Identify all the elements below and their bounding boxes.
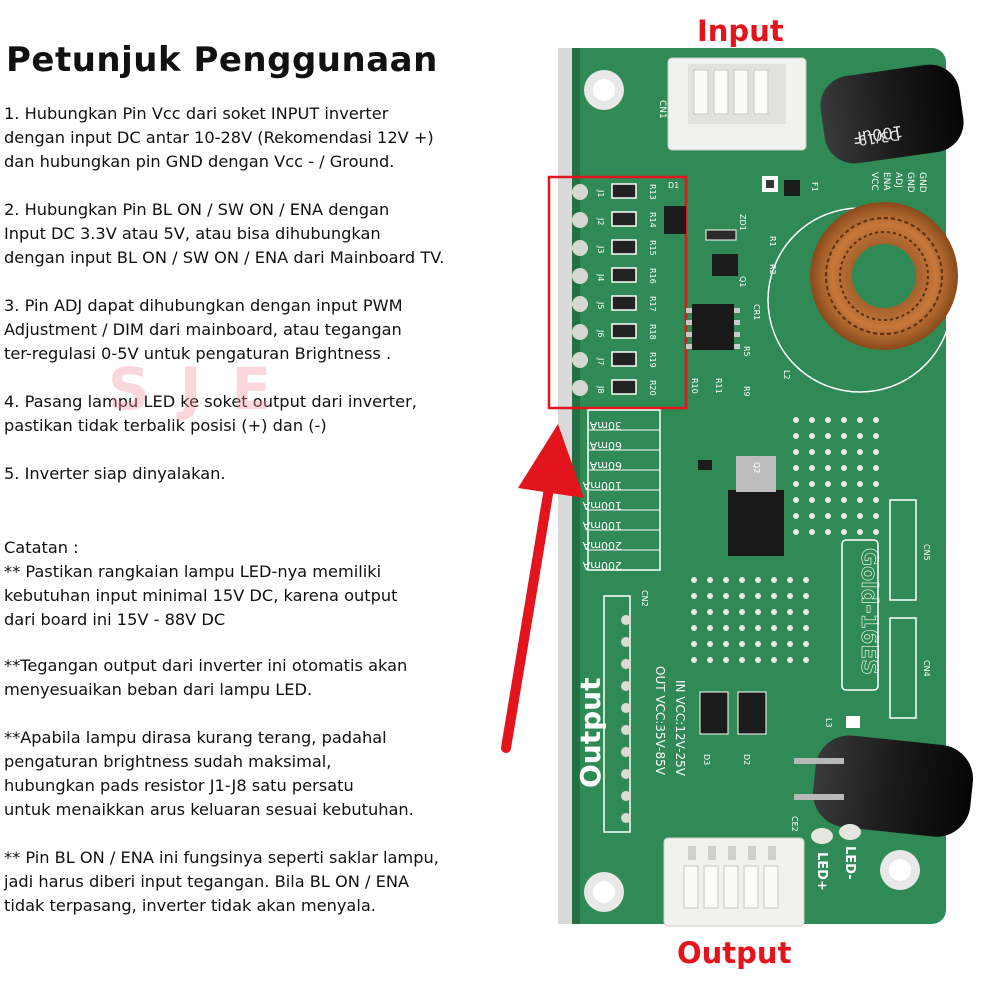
svg-text:R9: R9 — [742, 386, 751, 397]
out-voltage-label: OUT VCC:35V-85V — [653, 666, 667, 776]
svg-text:100mA: 100mA — [582, 499, 622, 512]
svg-text:CR1: CR1 — [752, 304, 761, 320]
svg-text:100mA: 100mA — [582, 519, 622, 532]
svg-text:D2: D2 — [742, 754, 751, 765]
cn1-label: CN1 — [657, 100, 667, 119]
svg-text:J2: J2 — [596, 217, 605, 225]
svg-text:R5: R5 — [742, 346, 751, 357]
input-label: Input — [697, 14, 784, 48]
mounting-holes — [584, 70, 920, 912]
svg-text:J5: J5 — [596, 301, 605, 309]
current-table: 30mA 60mA 60mA 100mA 100mA 100mA 200mA 2… — [582, 409, 661, 572]
cn2-label: CN2 — [640, 590, 649, 607]
output-label: Output — [677, 936, 792, 970]
instruction-1: 1. Hubungkan Pin Vcc dari soket INPUT in… — [4, 104, 434, 171]
led-plus-label: LED+ — [814, 852, 829, 891]
highlight-box — [547, 175, 688, 410]
svg-text:J7: J7 — [596, 357, 605, 365]
instruction-3: 3. Pin ADJ dapat dihubungkan dengan inpu… — [4, 296, 403, 363]
svg-text:R15: R15 — [648, 240, 657, 256]
svg-text:R20: R20 — [648, 380, 657, 396]
toroid-coil — [767, 202, 958, 393]
instruction-5: 5. Inverter siap dinyalakan. — [4, 464, 226, 483]
top-pin-labels: VCC ENA ADJ GND GND — [869, 172, 927, 193]
svg-text:100mA: 100mA — [582, 479, 622, 492]
svg-text:J4: J4 — [596, 273, 605, 281]
cap-top-label-2: D3/19 — [857, 126, 901, 148]
svg-text:GND: GND — [905, 172, 915, 193]
watermark: SJE — [108, 355, 301, 423]
note-3: **Apabila lampu dirasa kurang terang, pa… — [4, 728, 414, 819]
svg-text:L3: L3 — [824, 718, 833, 728]
svg-text:J1: J1 — [596, 189, 605, 197]
svg-text:J6: J6 — [596, 329, 605, 337]
output-pads — [603, 595, 631, 833]
note-2: **Tegangan output dari inverter ini otom… — [4, 656, 408, 699]
page-title: Petunjuk Penggunaan — [6, 40, 438, 80]
note-4: ** Pin BL ON / ENA ini fungsinya seperti… — [4, 848, 439, 915]
svg-text:200mA: 200mA — [582, 559, 622, 572]
bottom-capacitor — [794, 735, 974, 837]
proto-grid — [691, 417, 879, 663]
led-minus-label: LED- — [842, 846, 857, 880]
svg-text:R11: R11 — [714, 378, 723, 394]
instruction-2: 2. Hubungkan Pin BL ON / SW ON / ENA den… — [4, 200, 445, 267]
svg-text:200mA: 200mA — [582, 539, 622, 552]
side-connectors — [889, 499, 917, 719]
model-frame — [841, 539, 879, 691]
svg-text:Q2: Q2 — [752, 462, 761, 473]
part-labels: D1 ZD1 R1 R2 R5 R9 R10 R11 CR1 Q1 Q2 D2 … — [668, 181, 833, 832]
cn5-label: CN5 — [922, 544, 931, 561]
top-capacitor: 100uF D3/19 — [820, 64, 964, 164]
svg-text:D1: D1 — [668, 181, 679, 190]
svg-text:F1: F1 — [810, 182, 819, 192]
red-arrow — [501, 424, 584, 753]
led-terminals — [811, 824, 861, 844]
svg-text:J8: J8 — [596, 385, 605, 393]
input-connector — [667, 57, 807, 151]
svg-text:VCC: VCC — [869, 172, 879, 191]
svg-text:R13: R13 — [648, 184, 657, 200]
model-label: Gold-16ES — [856, 548, 881, 675]
svg-text:R10: R10 — [690, 378, 699, 394]
instruction-4: 4. Pasang lampu LED ke soket output dari… — [4, 392, 417, 435]
svg-text:J3: J3 — [596, 245, 605, 253]
svg-text:Q1: Q1 — [738, 276, 747, 287]
svg-text:R19: R19 — [648, 352, 657, 368]
svg-text:60mA: 60mA — [589, 459, 622, 472]
output-connector — [663, 837, 805, 927]
svg-text:R18: R18 — [648, 324, 657, 340]
svg-text:60mA: 60mA — [589, 439, 622, 452]
svg-text:D3: D3 — [702, 754, 711, 765]
cn4-label: CN4 — [922, 660, 931, 677]
note-1: Catatan : ** Pastikan rangkaian lampu LE… — [4, 538, 398, 629]
svg-text:L2: L2 — [782, 370, 791, 380]
svg-text:GND: GND — [917, 172, 927, 193]
svg-text:ZD1: ZD1 — [738, 214, 747, 231]
output-side-label: Output — [574, 678, 607, 788]
small-components — [664, 176, 860, 735]
svg-text:R16: R16 — [648, 268, 657, 284]
jumper-pads: J1 J2 J3 J4 J5 J6 J7 J8 R13 R14 R15 R16 … — [572, 183, 657, 396]
svg-text:ADJ: ADJ — [893, 172, 903, 188]
in-voltage-label: IN VCC:12V-25V — [673, 680, 687, 777]
svg-text:R1: R1 — [768, 236, 777, 247]
svg-text:R17: R17 — [648, 296, 657, 312]
svg-text:ENA: ENA — [881, 172, 891, 191]
svg-text:CE2: CE2 — [790, 816, 799, 832]
svg-text:R14: R14 — [648, 212, 657, 228]
svg-text:30mA: 30mA — [589, 419, 622, 432]
